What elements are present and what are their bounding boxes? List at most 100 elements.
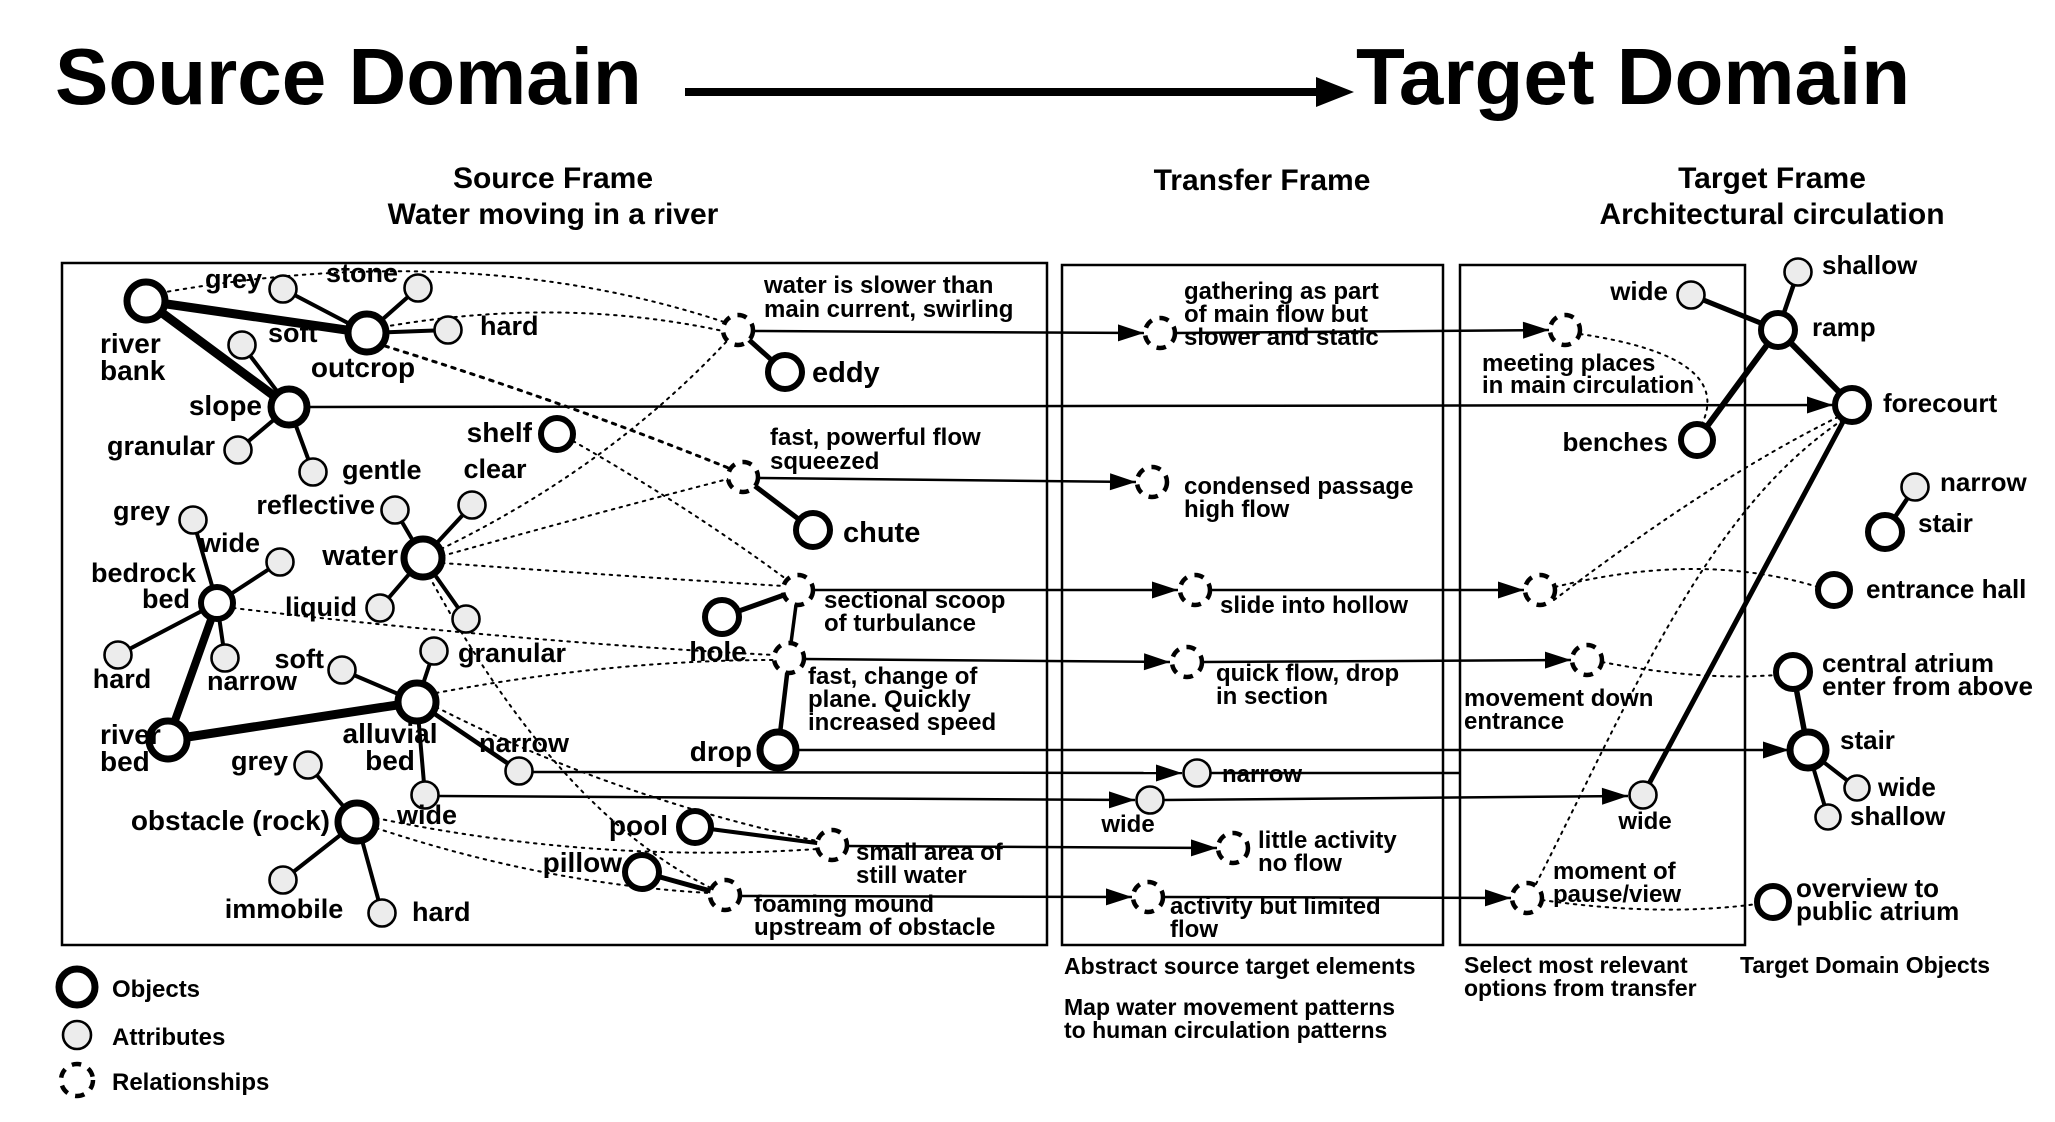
label-hard: hard — [93, 664, 152, 694]
arrow-gathering-to-meeting — [1175, 328, 1550, 335]
attribute-node-bb-wide — [265, 547, 295, 577]
label-sectional-scoop: sectional scoop — [824, 587, 1005, 614]
relation-link-outcrop-chute-rel — [383, 344, 733, 471]
label-soft: soft — [275, 644, 325, 674]
title-source-domain: Source Domain — [55, 32, 642, 121]
arrow-eddyrel-to-gathering-head — [1118, 324, 1144, 342]
attribute-node-oc-hard — [433, 315, 463, 345]
label-main-current-swirling: main current, swirling — [764, 296, 1013, 323]
attribute-node-sl-granular — [223, 435, 253, 465]
transfer-footnote-1: Abstract source target elements — [1064, 953, 1416, 979]
label-plane-quickly: plane. Quickly — [808, 686, 971, 713]
label-no-flow: no flow — [1258, 850, 1342, 877]
label-grey: grey — [205, 264, 262, 294]
legend-objects-label: Objects — [112, 976, 200, 1003]
relation-link-water-eddy-rel — [440, 340, 728, 550]
arrow-narrow-to-tfnarrow — [531, 770, 1183, 775]
relationship-node-eddy-rel — [720, 312, 756, 348]
attribute-node-tf-wide — [1135, 785, 1165, 815]
arrow-smallrel-to-little — [845, 844, 1218, 850]
label-soft: soft — [268, 318, 318, 348]
object-node-pillow — [622, 852, 662, 892]
label-pillow: pillow — [543, 847, 623, 878]
label-shallow: shallow — [1850, 801, 1946, 831]
label-fast-powerful-flow: fast, powerful flow — [770, 424, 981, 451]
object-node-central-atrium — [1773, 652, 1813, 692]
attribute-node-bb-grey — [178, 505, 208, 535]
edge-river-bed-bedrock-bed — [164, 599, 221, 744]
edge-river-bank-slope — [141, 296, 294, 412]
relation-link-upper-rel-entrance-hall — [1554, 568, 1819, 588]
transfer-frame-box — [1060, 263, 1445, 947]
object-node-ramp — [1758, 310, 1798, 350]
relationship-node-meeting-rel — [1547, 312, 1583, 348]
object-node-river-bank — [123, 278, 169, 324]
attribute-node-ob-hard — [367, 898, 397, 928]
label-bed: bed — [365, 745, 415, 776]
label-activity-but-limited: activity but limited — [1170, 893, 1381, 920]
label-wide: wide — [1100, 811, 1154, 838]
label-granular: granular — [107, 431, 216, 461]
source-frame-subtitle: Water moving in a river — [388, 198, 719, 231]
label-liquid: liquid — [285, 592, 357, 622]
relationship-node-little-rel — [1215, 830, 1251, 866]
arrow-quicksec-to-lowerrel-head — [1545, 651, 1571, 669]
label-entrance: entrance — [1464, 708, 1564, 735]
label-condensed-passage: condensed passage — [1184, 473, 1413, 500]
object-node-river-bed — [145, 717, 191, 763]
label-grey: grey — [231, 746, 288, 776]
relation-link-bedrock-bed-quick-rel — [232, 607, 775, 656]
object-node-hole — [702, 597, 742, 637]
attribute-node-wa-liquid — [365, 593, 395, 623]
transfer-footnote-3: to human circulation patterns — [1064, 1017, 1387, 1043]
object-node-benches — [1678, 421, 1716, 459]
label-quick-flow-drop: quick flow, drop — [1216, 660, 1399, 687]
attribute-node-ramp-shallow — [1783, 257, 1813, 287]
attribute-node-sl-gentle — [298, 457, 328, 487]
label-clear: clear — [463, 454, 527, 484]
label-movement-down: movement down — [1464, 685, 1653, 712]
label-narrow: narrow — [1940, 467, 2027, 497]
relation-link-alluvial-bed-quick-rel — [435, 659, 775, 694]
label-squeezed: squeezed — [770, 448, 879, 475]
label-of-turbulance: of turbulance — [824, 610, 976, 637]
attribute-node-wa-reflective — [380, 495, 410, 525]
label-bank: bank — [100, 355, 166, 386]
arrow-slope-to-forecourt-head — [1807, 396, 1833, 414]
attribute-node-oc-stone — [403, 273, 433, 303]
relation-link-outcrop-eddy-rel — [382, 311, 724, 332]
label-bedrock: bedrock — [91, 558, 197, 588]
label-slower-and-static: slower and static — [1184, 324, 1379, 351]
label-wide: wide — [1609, 276, 1668, 306]
attribute-node-tt-wide-low — [1628, 780, 1658, 810]
object-node-water — [400, 535, 446, 581]
relation-link-shelf-scoop-rel — [572, 440, 787, 580]
label-flow: flow — [1170, 916, 1218, 943]
attribute-node-legend-attribute — [61, 1019, 93, 1051]
label-bed: bed — [100, 746, 150, 777]
arrow-chuterel-to-condensed — [757, 476, 1137, 484]
attribute-node-al-wide — [410, 780, 440, 810]
label-ramp: ramp — [1812, 312, 1876, 342]
arrow-slope-to-forecourt — [307, 403, 1834, 409]
label-chute: chute — [843, 517, 920, 549]
label-fast-change-of: fast, change of — [808, 663, 978, 690]
arrow-tfwide-to-ttwide-head — [1601, 787, 1628, 805]
label-foaming-mound: foaming mound — [754, 891, 934, 918]
arrow-foamingrel-to-activity-head — [1106, 888, 1132, 906]
label-water-is-slower-than: water is slower than — [763, 272, 993, 299]
label-small-area-of: small area of — [856, 839, 1004, 866]
relationship-node-quicksec-rel — [1169, 644, 1205, 680]
label-immobile: immobile — [225, 894, 344, 924]
arrow-narrow-to-tfnarrow-head — [1156, 764, 1182, 782]
relation-link-water-chute-rel — [441, 478, 729, 557]
label-wide: wide — [1617, 808, 1671, 835]
label-still-water: still water — [856, 862, 967, 889]
arrow-chuterel-to-condensed-head — [1109, 473, 1136, 491]
source-to-target-arrow-head — [1316, 77, 1354, 107]
label-moment-of: moment of — [1553, 858, 1677, 885]
source-frame-box — [60, 261, 1049, 947]
object-node-outcrop — [344, 310, 390, 356]
target-frame-title: Target Frame — [1678, 162, 1866, 195]
